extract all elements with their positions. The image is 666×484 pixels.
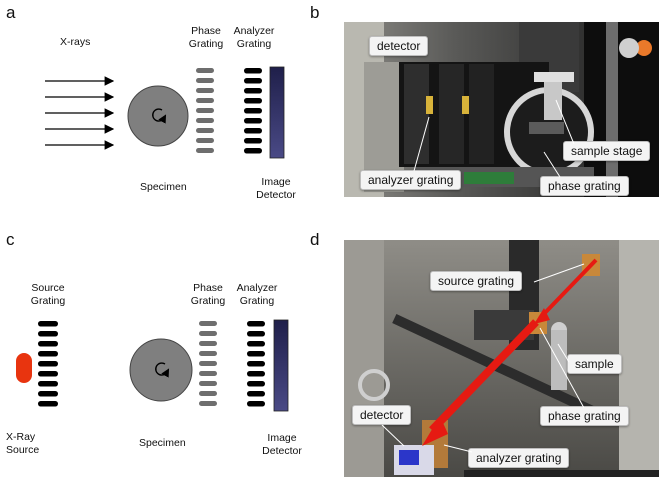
callout-analyzer-grating-d: analyzer grating (468, 448, 570, 468)
callout-sample-stage-b: sample stage (563, 141, 651, 161)
callout-analyzer-grating-b: analyzer grating (360, 170, 462, 190)
callout-phase-grating-d: phase grating (540, 406, 629, 426)
pointer-line (443, 444, 473, 453)
pointer-line (413, 116, 430, 172)
xray-source-c (16, 353, 32, 383)
photo-d-pointers (381, 263, 585, 453)
panel-letter-d: d (310, 230, 320, 249)
pointer-line (539, 327, 585, 409)
xray-arrows (45, 76, 115, 150)
image-detector-a (269, 66, 285, 159)
callout-sample-d: sample (567, 354, 622, 374)
callout-detector-d: detector (352, 405, 412, 425)
phase-grating-a (196, 68, 214, 153)
source-grating-c (38, 321, 58, 407)
pointer-line (543, 151, 561, 178)
specimen-circle-c (129, 338, 193, 402)
pointer-line (555, 99, 575, 145)
specimen-circle-a (127, 85, 189, 147)
pointer-line (381, 424, 405, 447)
callout-phase-grating-b: phase grating (540, 176, 629, 196)
analyzer-grating-a (244, 68, 262, 154)
panel-letter-c: c (6, 230, 15, 249)
rotation-arrow-icon (155, 362, 170, 378)
analyzer-grating-c (247, 321, 265, 407)
callout-detector-b: detector (369, 36, 429, 56)
callout-source-grating-d: source grating (430, 271, 523, 291)
rotation-arrow-icon (152, 108, 167, 124)
specimen-label-a: Specimen (140, 181, 187, 193)
panel-letter-b: b (310, 3, 320, 22)
pointer-line (533, 263, 585, 283)
phase-grating-c (199, 321, 217, 406)
photo-b-pointers (413, 99, 575, 178)
photo-b: detector analyzer grating sample stage p… (344, 22, 659, 197)
photo-d: source grating sample detector phase gra… (344, 240, 659, 477)
specimen-label-c: Specimen (139, 437, 186, 449)
pointer-line (557, 343, 570, 363)
image-detector-c (273, 319, 289, 412)
panel-letter-a: a (6, 3, 16, 22)
xrays-label: X-rays (60, 36, 91, 48)
